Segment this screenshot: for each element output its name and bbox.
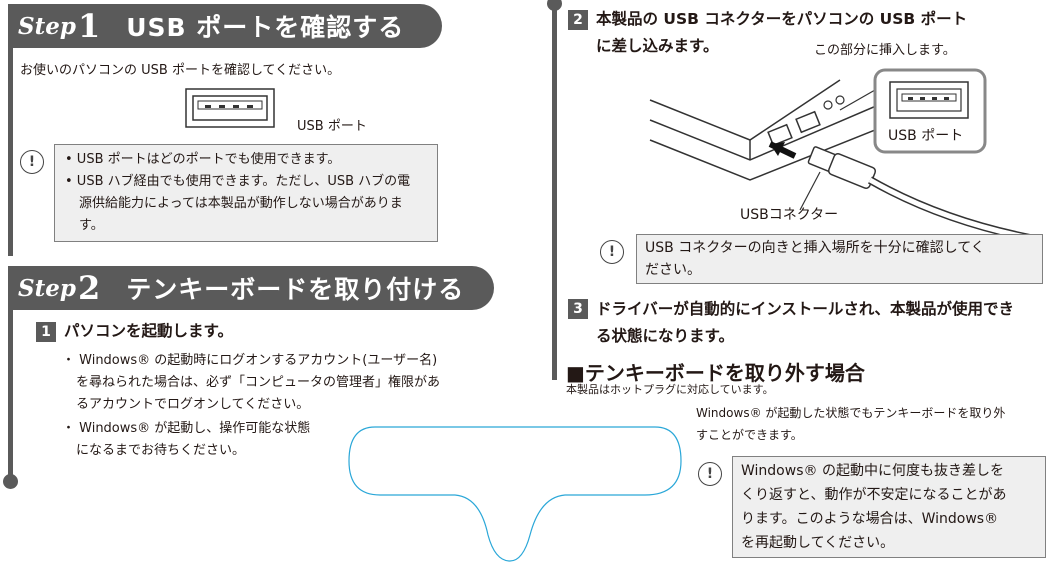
step1-number: 1	[77, 7, 101, 45]
item1-badge: 1	[36, 322, 56, 342]
item3-line2: る状態になります。	[596, 327, 734, 345]
item2-badge: 2	[568, 10, 588, 30]
remove-text-line3: すことができます。	[696, 428, 803, 442]
step2-bullet1-line2: を尋ねられた場合は、必ず「コンピュータの管理者」権限があ	[76, 375, 441, 390]
step2-title: テンキーボードを取り付ける	[126, 275, 465, 304]
item1-text: パソコンを起動します。	[64, 322, 233, 340]
step2-bullet1-line3: るアカウントでログオンしてください。	[76, 397, 310, 412]
remove-text-line1: 本製品はホットプラグに対応しています。	[566, 383, 774, 396]
step1-note-box: • USB ポートはどのポートでも使用できます。 • USB ハブ経由でも使用で…	[54, 144, 438, 242]
step2-side-line	[8, 280, 13, 480]
caution2-line4: を再起動してください。	[741, 535, 895, 551]
step2-bullet2-line2: になるまでお待ちください。	[76, 443, 246, 458]
insert-here-label: この部分に挿入します。	[814, 43, 956, 58]
step2-bullet1-line1: ・ Windows® の起動時にログオンするアカウント(ユーザー名)	[62, 353, 438, 368]
usb-port-illustration	[185, 88, 275, 128]
step1-note-line1: • USB ポートはどのポートでも使用できます。	[65, 152, 341, 167]
step1-side-line	[8, 20, 13, 256]
item2-line2: に差し込みます。	[596, 37, 719, 55]
remove-heading: ■テンキーボードを取り外す場合	[566, 361, 865, 385]
empty-callout-shape	[348, 426, 682, 562]
usb-port-callout-label: USB ポート	[888, 128, 964, 144]
right-top-dot	[547, 0, 562, 11]
caution1-line2: ださい。	[645, 262, 701, 278]
step1-title: USB ポートを確認する	[126, 13, 405, 42]
caution1-line1: USB コネクターの向きと挿入場所を十分に確認してく	[645, 240, 985, 256]
usb-insertion-illustration	[649, 68, 1031, 240]
caution2-line3: ります。このような場合は、Windows®	[741, 511, 999, 527]
caution-icon: !	[600, 240, 624, 264]
step2-bullet2-line1: ・ Windows® が起動し、操作可能な状態	[62, 421, 311, 436]
caution1-box: USB コネクターの向きと挿入場所を十分に確認してく ださい。	[636, 234, 1043, 284]
step2-word: Step	[18, 274, 76, 302]
caution-icon: !	[20, 150, 44, 174]
caution2-line2: くり返すと、動作が不安定になることがあ	[741, 487, 1007, 503]
item2-line1: 本製品の USB コネクターをパソコンの USB ポート	[596, 10, 968, 28]
right-side-line	[552, 0, 557, 380]
step1-word: Step	[18, 12, 76, 40]
caution-icon: !	[698, 462, 722, 486]
remove-text-line2: Windows® が起動した状態でもテンキーボードを取り外	[696, 406, 1006, 420]
step1-note-line4: す。	[79, 218, 104, 233]
item3-badge: 3	[568, 299, 588, 319]
step1-instruction: お使いのパソコンの USB ポートを確認してください。	[20, 63, 341, 78]
step1-header: Step 1 USB ポートを確認する	[8, 4, 442, 48]
step2-number: 2	[77, 269, 101, 307]
step2-end-dot	[3, 474, 18, 489]
caution2-line1: Windows® の起動中に何度も抜き差しを	[741, 463, 1004, 479]
item3-line1: ドライバーが自動的にインストールされ、本製品が使用でき	[596, 300, 1015, 318]
step2-header: Step 2 テンキーボードを取り付ける	[8, 266, 494, 310]
usb-port-label: USB ポート	[297, 119, 367, 134]
step1-note-line3: 源供給能力によっては本製品が動作しない場合がありま	[79, 196, 403, 211]
step1-note-line2: • USB ハブ経由でも使用できます。ただし、USB ハブの電	[65, 174, 411, 189]
caution2-box: Windows® の起動中に何度も抜き差しを くり返すと、動作が不安定になること…	[732, 456, 1046, 558]
usb-connector-label: USBコネクター	[740, 207, 839, 223]
